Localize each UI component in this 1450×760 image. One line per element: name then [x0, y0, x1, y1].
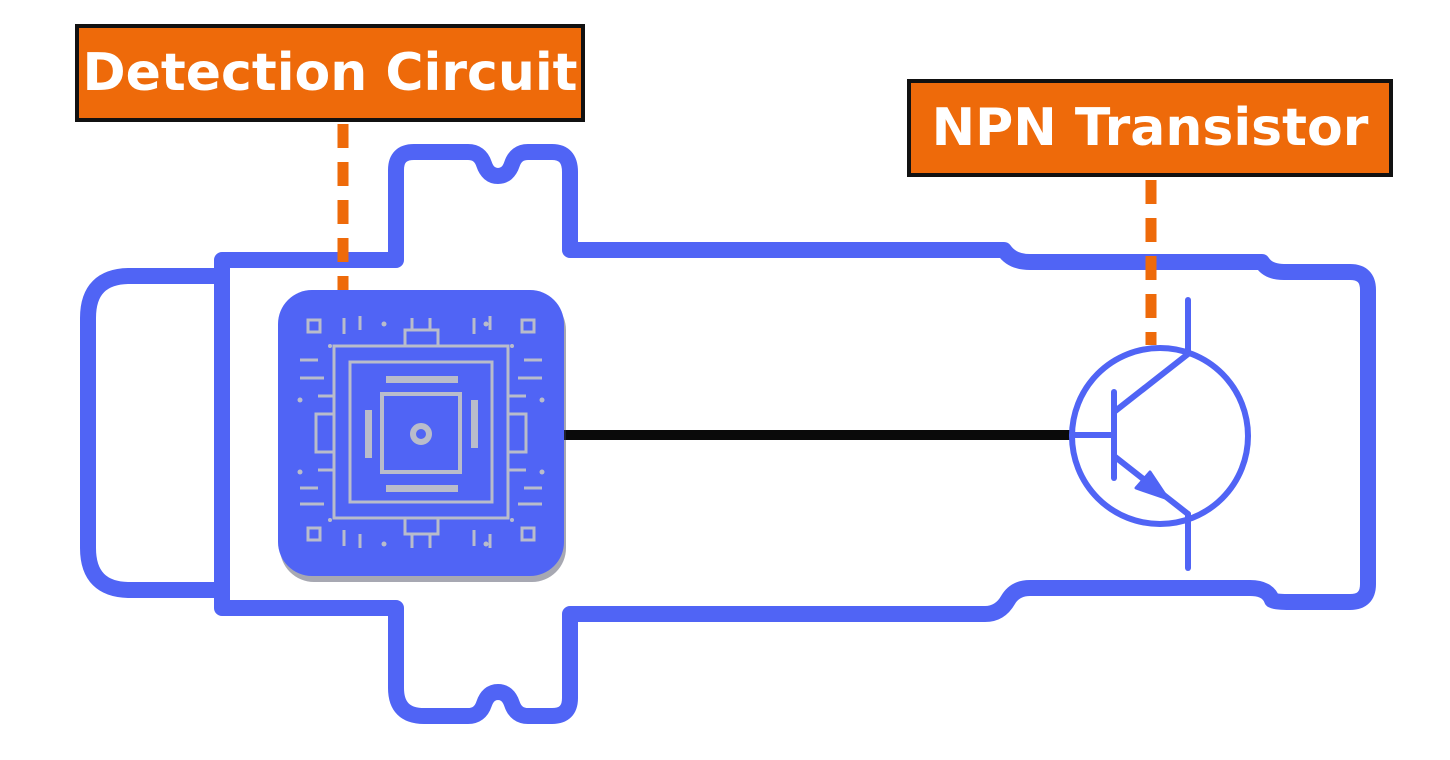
chip-dots	[297, 321, 545, 547]
detection-circuit-label: Detection Circuit	[75, 24, 585, 122]
sensor-housing	[80, 144, 1376, 724]
chip-traces	[300, 316, 542, 548]
npn-transistor-label: NPN Transistor	[907, 79, 1393, 177]
housing-end-cap	[80, 268, 222, 598]
npn-transistor-symbol-icon	[1069, 297, 1251, 571]
housing-outline	[214, 144, 1376, 724]
emitter-arrow-icon	[1134, 470, 1170, 501]
transistor-collector-diagonal	[1111, 351, 1191, 415]
chip-bars	[365, 376, 478, 492]
chip-icon	[278, 290, 566, 582]
